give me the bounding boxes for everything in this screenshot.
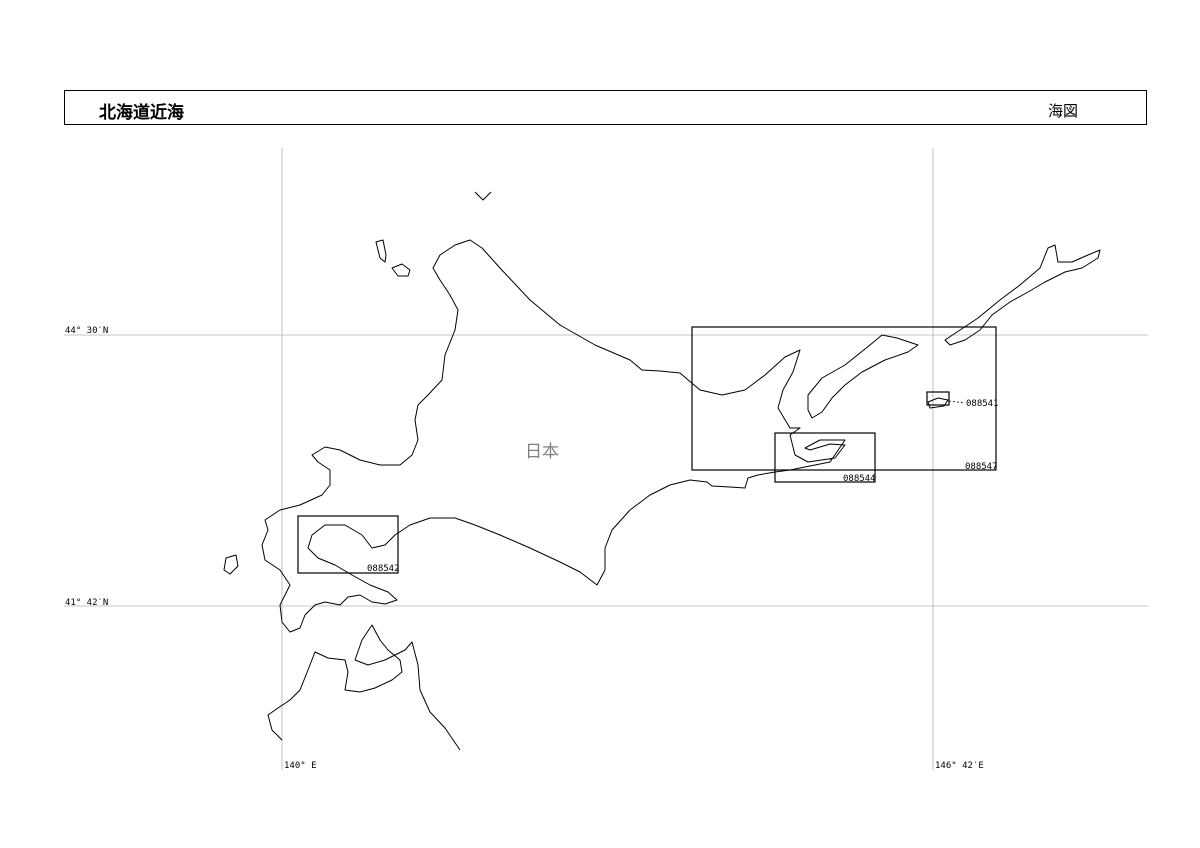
map-type-label: 海図 — [1047, 102, 1078, 120]
longitude-label: 140° E — [284, 761, 317, 771]
northern-mark — [474, 191, 492, 201]
chart-boxes — [297, 326, 997, 574]
small-island-east — [927, 397, 949, 409]
island-chain-east — [944, 244, 1101, 346]
chart-id-label: 088542 — [367, 564, 400, 574]
chart-box-088544[interactable] — [774, 432, 876, 483]
latitude-label: 44° 30′N — [65, 326, 108, 336]
chart-id-label: 088547 — [965, 462, 998, 472]
rebun-island — [375, 239, 387, 263]
graticule — [64, 148, 1148, 770]
chart-id-label: 088541 — [966, 399, 999, 409]
rishiri-island — [391, 263, 411, 277]
honshu-north — [267, 624, 461, 751]
coastline — [223, 191, 1101, 751]
chart-box-088541-leader — [948, 400, 966, 404]
region-label: 日本 — [525, 442, 559, 462]
hokkaido-coastline — [261, 239, 846, 633]
title-bar: 北海道近海 海図 — [64, 90, 1147, 125]
chart-box-088542[interactable] — [297, 515, 399, 574]
map-title: 北海道近海 — [99, 103, 184, 123]
chart-box-088541[interactable] — [926, 391, 950, 406]
okushiri-island — [223, 554, 239, 575]
longitude-label: 146° 42′E — [935, 761, 984, 771]
latitude-label: 41° 42′N — [65, 598, 108, 608]
shiretoko-peninsula — [807, 334, 919, 419]
chart-id-label: 088544 — [843, 474, 876, 484]
chart-box-088547[interactable] — [691, 326, 997, 471]
